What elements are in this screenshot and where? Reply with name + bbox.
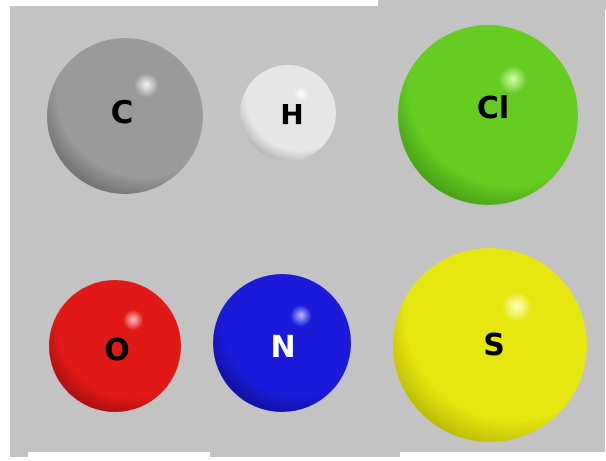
atom-chlorine: Cl: [398, 25, 578, 205]
nitrogen-sphere: [213, 274, 351, 412]
chlorine-label: Cl: [477, 91, 509, 126]
chlorine-sphere: [398, 25, 578, 205]
atom-carbon: C: [47, 38, 203, 194]
hydrogen-sphere: [240, 65, 336, 161]
carbon-label: C: [111, 95, 134, 131]
hydrogen-label: H: [280, 98, 303, 131]
background-panel-edge: [10, 440, 28, 457]
background-panel-edge: [378, 0, 606, 10]
oxygen-label: O: [104, 333, 130, 368]
sulfur-label: S: [483, 328, 505, 363]
nitrogen-label: N: [270, 330, 295, 365]
oxygen-sphere: [49, 280, 181, 412]
atom-hydrogen: H: [240, 65, 336, 161]
background-panel-edge: [210, 440, 400, 457]
atom-nitrogen: N: [213, 274, 351, 412]
sulfur-sphere: [393, 248, 587, 442]
carbon-sphere: [47, 38, 203, 194]
atom-oxygen: O: [49, 280, 181, 412]
atom-sulfur: S: [393, 248, 587, 442]
